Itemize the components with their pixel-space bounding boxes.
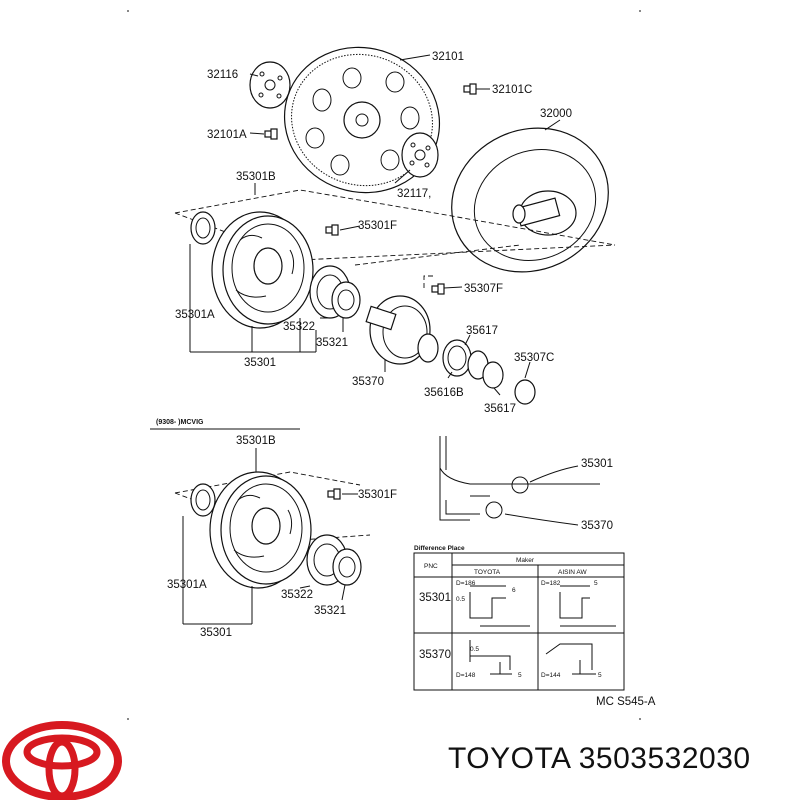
label-35321-bottom: 35321 xyxy=(314,605,346,617)
ring-35616B xyxy=(442,339,472,377)
table-row1-pnc: 35301 xyxy=(419,592,451,604)
label-35301F-top: 35301F xyxy=(358,220,397,232)
spacer-plate-32117 xyxy=(401,132,439,178)
row1-toyota-05: 0.5 xyxy=(456,596,465,603)
label-32116: 32116 xyxy=(207,69,238,81)
row2-toyota-05: 0.5 xyxy=(470,646,479,653)
label-35616B: 35616B xyxy=(424,387,464,399)
detail-view xyxy=(439,436,600,526)
pump-body-35301-bottom xyxy=(209,471,312,589)
drive-gear-35321-bottom xyxy=(332,548,362,586)
pump-body-35301-top xyxy=(211,211,314,329)
table-header-maker: Maker xyxy=(516,557,535,564)
stator-shaft-35370 xyxy=(365,295,439,365)
table-title: Difference Place xyxy=(414,545,465,552)
label-35301A-top: 35301A xyxy=(175,309,215,321)
table-header-pnc: PNC xyxy=(424,563,438,570)
label-35322-top: 35322 xyxy=(283,321,315,333)
label-35322-bottom: 35322 xyxy=(281,589,313,601)
brand-part-number: TOYOTA 3503532030 xyxy=(448,742,751,775)
bolt-35307F xyxy=(431,283,445,295)
row2-aisin-5: 5 xyxy=(598,672,602,679)
oil-seal-35301A-top xyxy=(190,211,216,245)
label-32117: 32117, xyxy=(397,188,431,200)
row1-aisin-5: 5 xyxy=(594,580,598,587)
drive-plate-32101 xyxy=(283,46,441,194)
label-32101A: 32101A xyxy=(207,129,247,141)
drive-gear-35321-top xyxy=(331,281,361,319)
ring-35617b xyxy=(482,361,504,389)
label-35301A-bottom: 35301A xyxy=(167,579,207,591)
frame-marks xyxy=(127,10,641,720)
bolt-32101A xyxy=(264,128,278,140)
spacer-plate-32116 xyxy=(249,61,291,109)
label-35370-top: 35370 xyxy=(352,376,384,388)
figure-code: MC S545-A xyxy=(596,696,656,708)
date-range-label: (9308- )MCVIG xyxy=(156,419,204,426)
row1-toyota-d: D=186 xyxy=(456,580,476,587)
row2-toyota-d: D=148 xyxy=(456,672,476,679)
bolt-32101C xyxy=(463,83,477,95)
label-35321-top: 35321 xyxy=(316,337,348,349)
ring-35307C xyxy=(514,379,536,405)
label-35301B-top: 35301B xyxy=(236,171,276,183)
label-35301-top: 35301 xyxy=(244,357,276,369)
label-35301-bottom: 35301 xyxy=(200,627,232,639)
label-32101: 32101 xyxy=(432,51,464,63)
label-35617-b: 35617 xyxy=(484,403,516,415)
row2-aisin-d: D=144 xyxy=(541,672,561,679)
bolt-35301F-top xyxy=(325,224,339,236)
table-header-toyota: TOYOTA xyxy=(474,569,501,576)
label-35301F-bottom: 35301F xyxy=(358,489,397,501)
label-35301B-bottom: 35301B xyxy=(236,435,276,447)
label-32000: 32000 xyxy=(540,108,572,120)
table-header-aisin: AISIN AW xyxy=(558,569,588,576)
table-row2-pnc: 35370 xyxy=(419,649,451,661)
oil-seal-35301A-bottom xyxy=(190,483,216,517)
row1-aisin-d: D=182 xyxy=(541,580,561,587)
label-32101C: 32101C xyxy=(492,84,532,96)
label-35617-a: 35617 xyxy=(466,325,498,337)
row2-toyota-5: 5 xyxy=(518,672,522,679)
row1-toyota-6: 6 xyxy=(512,587,516,594)
toyota-logo xyxy=(2,721,122,800)
label-35307C: 35307C xyxy=(514,352,554,364)
label-35370-detail: 35370 xyxy=(581,520,613,532)
label-35307F: 35307F xyxy=(464,283,503,295)
bolt-35301F-bottom xyxy=(327,488,341,500)
difference-table: Difference Place Maker PNC TOYOTA AISIN … xyxy=(413,545,625,691)
torque-converter-32000 xyxy=(451,127,609,273)
label-35301-detail: 35301 xyxy=(581,458,613,470)
